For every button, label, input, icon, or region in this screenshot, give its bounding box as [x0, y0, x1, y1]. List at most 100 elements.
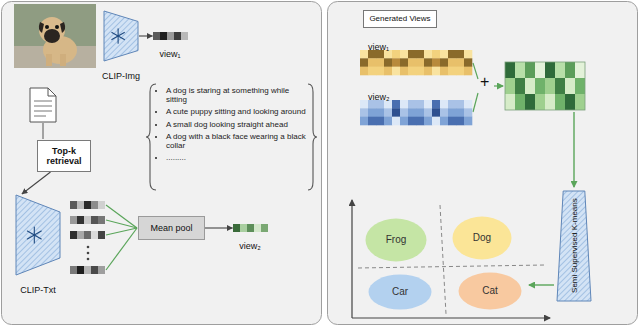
- text-embeddings: [70, 216, 77, 224]
- vector-cell: [464, 100, 472, 109]
- cluster-blob: Frog: [365, 218, 427, 262]
- vector-cell: [464, 58, 472, 67]
- text-embeddings: [98, 266, 105, 274]
- vector-cell: [392, 58, 400, 67]
- vector-cell: [392, 67, 400, 76]
- text-embeddings: [77, 231, 84, 239]
- vector-cell: [408, 117, 416, 126]
- document-icon: [34, 111, 52, 112]
- vector-cell: [424, 100, 432, 109]
- vector-cell: [424, 58, 432, 67]
- label-holder: view₂: [368, 86, 390, 104]
- text-embeddings: [91, 201, 98, 209]
- document-icon: [30, 88, 56, 122]
- vector-cell: [392, 100, 400, 109]
- cluster-shape: [369, 275, 432, 310]
- plot-axes: [352, 200, 550, 318]
- label-holder: view₁: [150, 43, 190, 61]
- vector-cell: [432, 117, 440, 126]
- text-embeddings: [70, 266, 77, 274]
- caption-item: A dog with a black face wearing a black …: [166, 132, 306, 150]
- vector-cell: [254, 224, 261, 232]
- bracket: [146, 84, 317, 190]
- vector-cell: [384, 67, 392, 76]
- vector-cell: [432, 50, 440, 59]
- vector-cell: [440, 100, 448, 109]
- dog-photo: [60, 54, 66, 66]
- vector-cell: [448, 100, 456, 109]
- vector-cell: [400, 100, 408, 109]
- node-label: Frog: [386, 234, 407, 246]
- dog-photo: [55, 25, 59, 29]
- decision-boundary: [440, 205, 446, 314]
- process-box: Top-k retrieval: [37, 140, 91, 172]
- vector-cell: [360, 50, 368, 59]
- dog-photo: [14, 4, 96, 68]
- dog-photo: [39, 17, 65, 43]
- document-icon: [34, 106, 52, 107]
- panel: [328, 2, 638, 325]
- vector-cell: [456, 100, 464, 109]
- vector-cell: [464, 117, 472, 126]
- pool-lines: [106, 220, 137, 228]
- vector-cell: [400, 58, 408, 67]
- vector-cell: [456, 108, 464, 117]
- label-holder: CLIP-Img: [98, 65, 144, 83]
- vector-cell: [360, 67, 368, 76]
- vector-cell: [416, 67, 424, 76]
- plot-axes: [351, 200, 352, 318]
- dog-photo: [45, 25, 49, 29]
- combine-lines: [473, 93, 478, 112]
- vector-cell: [167, 32, 174, 40]
- vector-cell: [440, 117, 448, 126]
- vector-cell: [440, 67, 448, 76]
- vector-cell: [432, 58, 440, 67]
- text-embeddings: [91, 266, 98, 274]
- cluster-blob: Cat: [458, 272, 522, 310]
- vector-cell: [392, 108, 400, 117]
- vector-cell: [376, 108, 384, 117]
- text-embeddings: [84, 201, 91, 209]
- vector-cell: [400, 50, 408, 59]
- document-icon: [34, 101, 52, 102]
- document-icon: [43, 123, 44, 139]
- vector-cell: [424, 108, 432, 117]
- text-embeddings: [91, 216, 98, 224]
- vector-cell: [400, 67, 408, 76]
- caption-text: A cute puppy sitting and looking around: [166, 107, 306, 116]
- vector-cell: [408, 100, 416, 109]
- text-embeddings: [91, 231, 98, 239]
- vector-cell: [432, 108, 440, 117]
- vector-cell: [464, 50, 472, 59]
- vector-cell: [392, 117, 400, 126]
- dog-photo: [14, 4, 96, 68]
- vector-cell: [440, 58, 448, 67]
- caption-text: A dog with a black face wearing a black …: [166, 132, 306, 150]
- vector-cell: [368, 108, 376, 117]
- dog-photo: [60, 22, 65, 33]
- feature-vector: view₂: [228, 224, 272, 254]
- vector-cell: [384, 117, 392, 126]
- label-holder: +: [480, 73, 489, 91]
- bracket: [146, 84, 156, 190]
- vector-cells: [360, 50, 472, 75]
- plot-axes: [352, 317, 550, 318]
- vector-cell: [416, 117, 424, 126]
- bracket: [308, 84, 317, 190]
- node-label: Cat: [482, 285, 498, 297]
- connector: [22, 172, 51, 194]
- pool-lines: [106, 205, 137, 270]
- feature-bar: view₂: [360, 86, 472, 126]
- document-icon: [48, 88, 56, 96]
- cluster-blob: Dog: [452, 216, 512, 260]
- vector-cell: [368, 100, 376, 109]
- vector-cell: [440, 108, 448, 117]
- decision-boundary: [358, 205, 545, 314]
- vector-cell: [261, 224, 268, 232]
- connector: [205, 227, 233, 228]
- frozen-icon: [112, 32, 124, 39]
- vector-cell: [456, 67, 464, 76]
